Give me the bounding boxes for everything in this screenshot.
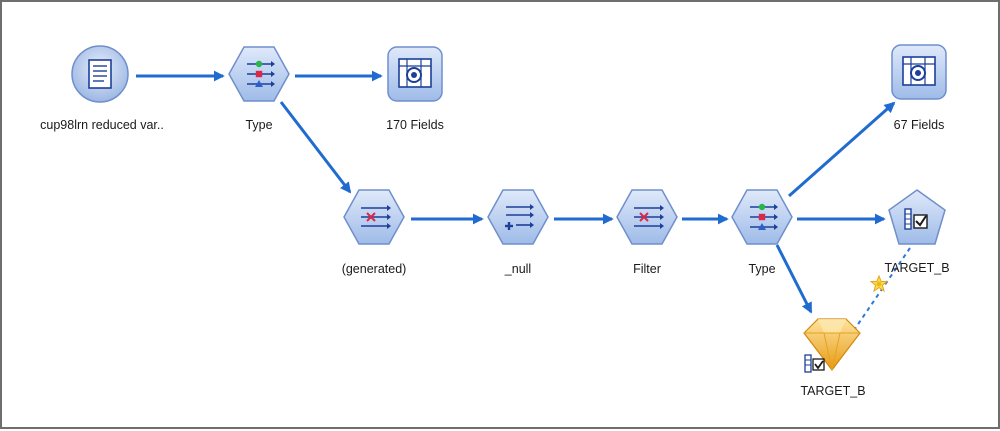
node-filter[interactable]: Filter: [616, 189, 678, 276]
link-type2-table2: [788, 101, 896, 198]
filter-icon: [634, 205, 664, 229]
node-null[interactable]: _null: [487, 189, 549, 276]
links-layer: [136, 70, 911, 337]
node-type-1[interactable]: Type: [228, 46, 290, 132]
node-target-modeler[interactable]: TARGET_B: [884, 189, 950, 275]
node-table-67[interactable]: 67 Fields: [891, 44, 947, 132]
node-label: cup98lrn reduced var..: [40, 118, 164, 132]
node-label: Type: [245, 118, 272, 132]
var-file-icon: [88, 59, 112, 89]
node-label: TARGET_B: [884, 261, 949, 275]
model-nugget-icon: [803, 318, 861, 371]
node-label: 170 Fields: [386, 118, 444, 132]
node-source[interactable]: cup98lrn reduced var..: [40, 45, 164, 132]
node-table-170[interactable]: 170 Fields: [386, 46, 444, 132]
node-label: _null: [504, 262, 531, 276]
table-icon: [398, 58, 432, 88]
node-target-nugget[interactable]: TARGET_B: [800, 318, 866, 398]
node-label: (generated): [342, 262, 407, 276]
node-label: Type: [748, 262, 775, 276]
type-icon: [247, 60, 275, 87]
derive-icon: [505, 204, 534, 230]
auto-classifier-icon: [804, 354, 825, 373]
link-type2-target-nugget: [775, 244, 813, 314]
node-label: 67 Fields: [894, 118, 945, 132]
node-label: TARGET_B: [800, 384, 865, 398]
filter-icon: [361, 205, 391, 229]
auto-classifier-icon: [904, 208, 928, 230]
table-icon: [902, 56, 936, 86]
refresh-star-icon[interactable]: [869, 274, 889, 293]
type-icon: [750, 203, 778, 230]
node-type-2[interactable]: Type: [731, 189, 793, 276]
model-link-dashed: [849, 247, 911, 337]
node-generated[interactable]: (generated): [342, 189, 407, 276]
node-label: Filter: [633, 262, 661, 276]
link-type1-generated: [279, 101, 352, 194]
